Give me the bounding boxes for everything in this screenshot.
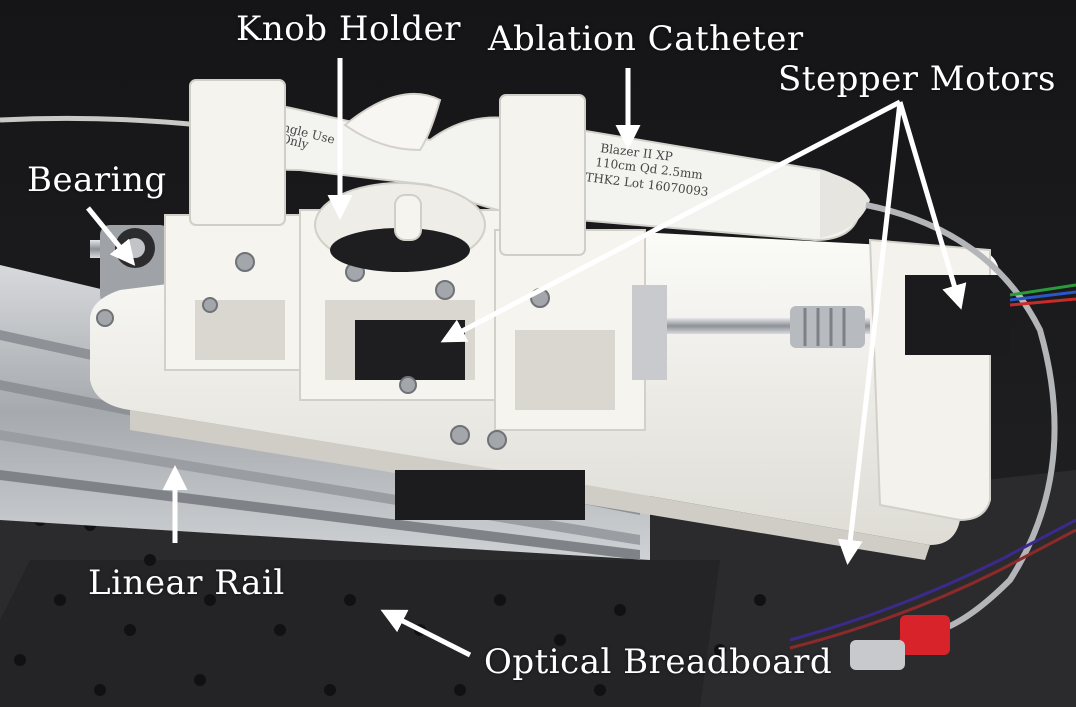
linear-rail-label: Linear Rail	[88, 563, 285, 603]
catheter-clamps	[189, 79, 586, 256]
ablation-catheter-label: Ablation Catheter	[488, 19, 804, 59]
knob-holder-label: Knob Holder	[236, 9, 461, 49]
knob-holder	[314, 92, 486, 272]
bearing-arrow	[86, 206, 136, 266]
right-end-block	[868, 238, 1010, 522]
stepper-motor-right	[905, 275, 1010, 355]
stepper-motor-arrow-3	[837, 101, 903, 565]
cable-connector	[850, 615, 950, 670]
optical-breadboard-arrow	[380, 609, 472, 658]
stepper-motors-label: Stepper Motors	[778, 59, 1056, 99]
only-text: Only	[279, 131, 310, 151]
bearing-label: Bearing	[27, 160, 167, 200]
stepper-motor-arrow-2	[897, 101, 967, 310]
stepper-motor-center	[355, 320, 465, 380]
stepper-motor-lower	[395, 470, 585, 520]
optical-breadboard-label: Optical Breadboard	[484, 642, 833, 682]
motor-wires	[789, 283, 1076, 650]
shaft-coupling	[790, 306, 865, 348]
stepper-motor-arrow-1	[440, 99, 902, 343]
annotation-arrows	[86, 58, 967, 658]
shaft-support	[632, 285, 667, 380]
screws	[96, 252, 550, 450]
